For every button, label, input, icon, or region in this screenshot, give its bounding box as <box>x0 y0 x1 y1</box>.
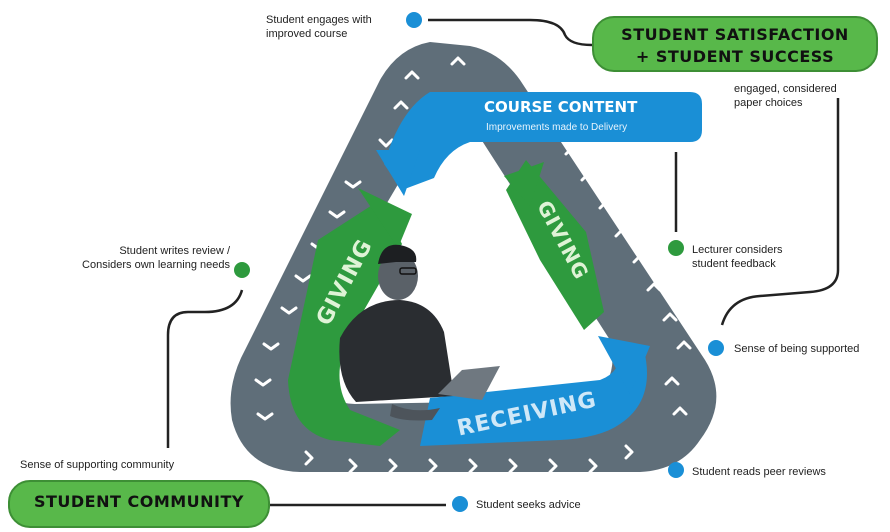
connector-lines <box>166 18 840 507</box>
chevron <box>294 274 312 283</box>
paper-choices-line2: paper choices <box>734 97 803 109</box>
engages-line2: improved course <box>266 28 348 40</box>
satisfaction-pill: STUDENT SATISFACTION + STUDENT SUCCESS <box>592 16 878 72</box>
chevron <box>328 210 346 219</box>
engages-dot <box>406 12 422 28</box>
lecturer-line1: Lecturer considers <box>692 244 783 256</box>
chevron <box>614 228 630 238</box>
chevron <box>280 306 298 315</box>
reads-reviews-label: Student reads peer reviews <box>692 466 826 478</box>
satisfaction-line1: STUDENT SATISFACTION <box>621 25 849 44</box>
course-content-banner <box>384 92 702 190</box>
engages-label: Student engages with improved course <box>266 13 406 41</box>
chevron <box>450 56 466 66</box>
connector-engages <box>428 18 593 47</box>
chevron <box>580 172 596 182</box>
course-content-subtitle: Improvements made to Delivery <box>486 122 628 133</box>
chevron <box>548 458 558 474</box>
paper-choices-label: engaged, considered paper choices <box>734 82 874 110</box>
chevron <box>404 70 420 80</box>
chevron <box>262 342 280 351</box>
green-left-arrow <box>288 200 402 446</box>
green-right-arrowhead <box>504 162 544 206</box>
chevron <box>254 378 272 387</box>
student-hair <box>378 244 417 264</box>
chevron <box>348 458 358 474</box>
chevron <box>624 444 634 460</box>
chevron <box>662 312 678 322</box>
writes-review-line1: Student writes review / <box>119 245 230 257</box>
supported-dot <box>708 340 724 356</box>
banner-arrowhead <box>376 150 420 196</box>
chevron <box>508 458 518 474</box>
lecturer-dot <box>668 240 684 256</box>
student-head <box>378 252 418 300</box>
seeks-advice-label: Student seeks advice <box>476 499 581 511</box>
chevron <box>676 340 692 350</box>
student-glasses <box>399 267 417 275</box>
chevron <box>598 200 614 210</box>
chevron <box>468 458 478 474</box>
chevron <box>304 450 314 466</box>
chevron <box>393 100 409 110</box>
reads-reviews-dot <box>668 462 684 478</box>
connector-writes-review <box>166 289 244 448</box>
satisfaction-line2: + STUDENT SUCCESS <box>635 47 835 66</box>
writes-review-label: Student writes review / Considers own le… <box>54 244 230 272</box>
student-illustration <box>339 244 500 421</box>
chevron <box>256 412 274 421</box>
chevron <box>378 138 394 148</box>
green-left-arrowhead <box>358 188 412 248</box>
course-content-title: COURSE CONTENT <box>484 98 638 116</box>
chevron <box>388 458 398 474</box>
chevron <box>672 406 688 416</box>
chevron <box>564 146 580 156</box>
supporting-community-label: Sense of supporting community <box>20 459 175 471</box>
chevron <box>646 282 662 292</box>
lecturer-label: Lecturer considers student feedback <box>692 243 832 271</box>
chevron <box>664 376 680 386</box>
chevron <box>428 458 438 474</box>
writes-review-dot <box>234 262 250 278</box>
chevron <box>588 458 598 474</box>
community-pill: STUDENT COMMUNITY <box>8 480 270 528</box>
paper-choices-line1: engaged, considered <box>734 83 837 95</box>
student-laptop <box>438 366 500 400</box>
student-body <box>339 300 454 402</box>
writes-review-line2: Considers own learning needs <box>82 259 230 271</box>
supported-label: Sense of being supported <box>734 343 860 355</box>
chevron <box>632 254 648 264</box>
student-arm <box>390 404 440 421</box>
engages-line1: Student engages with <box>266 14 372 26</box>
blue-receiving-arrowhead <box>598 336 650 394</box>
seeks-advice-dot <box>452 496 468 512</box>
blue-receiving-arrow <box>420 346 647 446</box>
lecturer-line2: student feedback <box>692 258 776 270</box>
chevron <box>344 180 362 189</box>
connector-paper-choices <box>720 98 840 326</box>
